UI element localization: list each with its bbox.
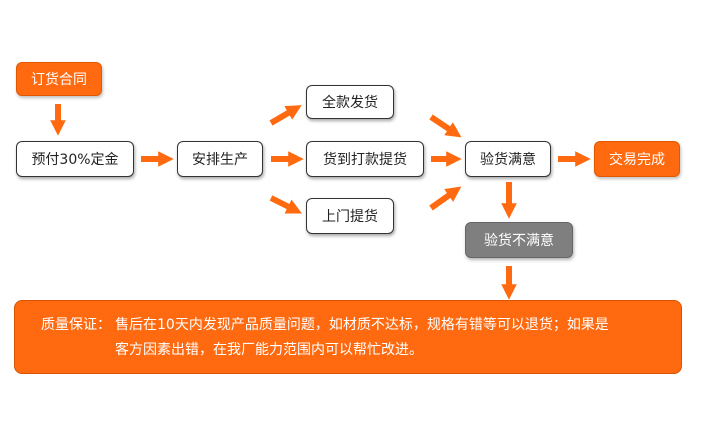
quality-guarantee-text-line2: 客方因素出错，在我厂能力范围内可以帮忙改进。 xyxy=(115,342,423,358)
arrow-fullpay-to-inspect xyxy=(429,114,462,138)
quality-guarantee-box: 质量保证： 售后在10天内发现产品质量问题，如材质不达标，规格有错等可以退货；如… xyxy=(14,300,682,374)
node-arrange-production: 安排生产 xyxy=(177,141,263,177)
node-order-contract: 订货合同 xyxy=(16,62,102,96)
quality-guarantee-text-line1: 售后在10天内发现产品质量问题，如材质不达标，规格有错等可以退货；如果是 xyxy=(115,317,609,333)
quality-guarantee-label: 质量保证： xyxy=(41,317,111,333)
node-pay-on-arrival: 货到打款提货 xyxy=(306,141,424,177)
node-inspection-not-ok: 验货不满意 xyxy=(465,222,573,258)
node-deposit: 预付30%定金 xyxy=(16,141,134,177)
node-inspection-ok: 验货满意 xyxy=(465,141,551,177)
node-pickup: 上门提货 xyxy=(306,198,394,234)
arrow-arrange-to-pickup xyxy=(269,195,302,214)
node-full-payment-shipping: 全款发货 xyxy=(306,85,394,119)
node-deal-complete: 交易完成 xyxy=(594,141,680,177)
arrow-arrange-to-fullpay xyxy=(269,105,302,126)
arrow-pickup-to-inspect xyxy=(429,186,462,211)
